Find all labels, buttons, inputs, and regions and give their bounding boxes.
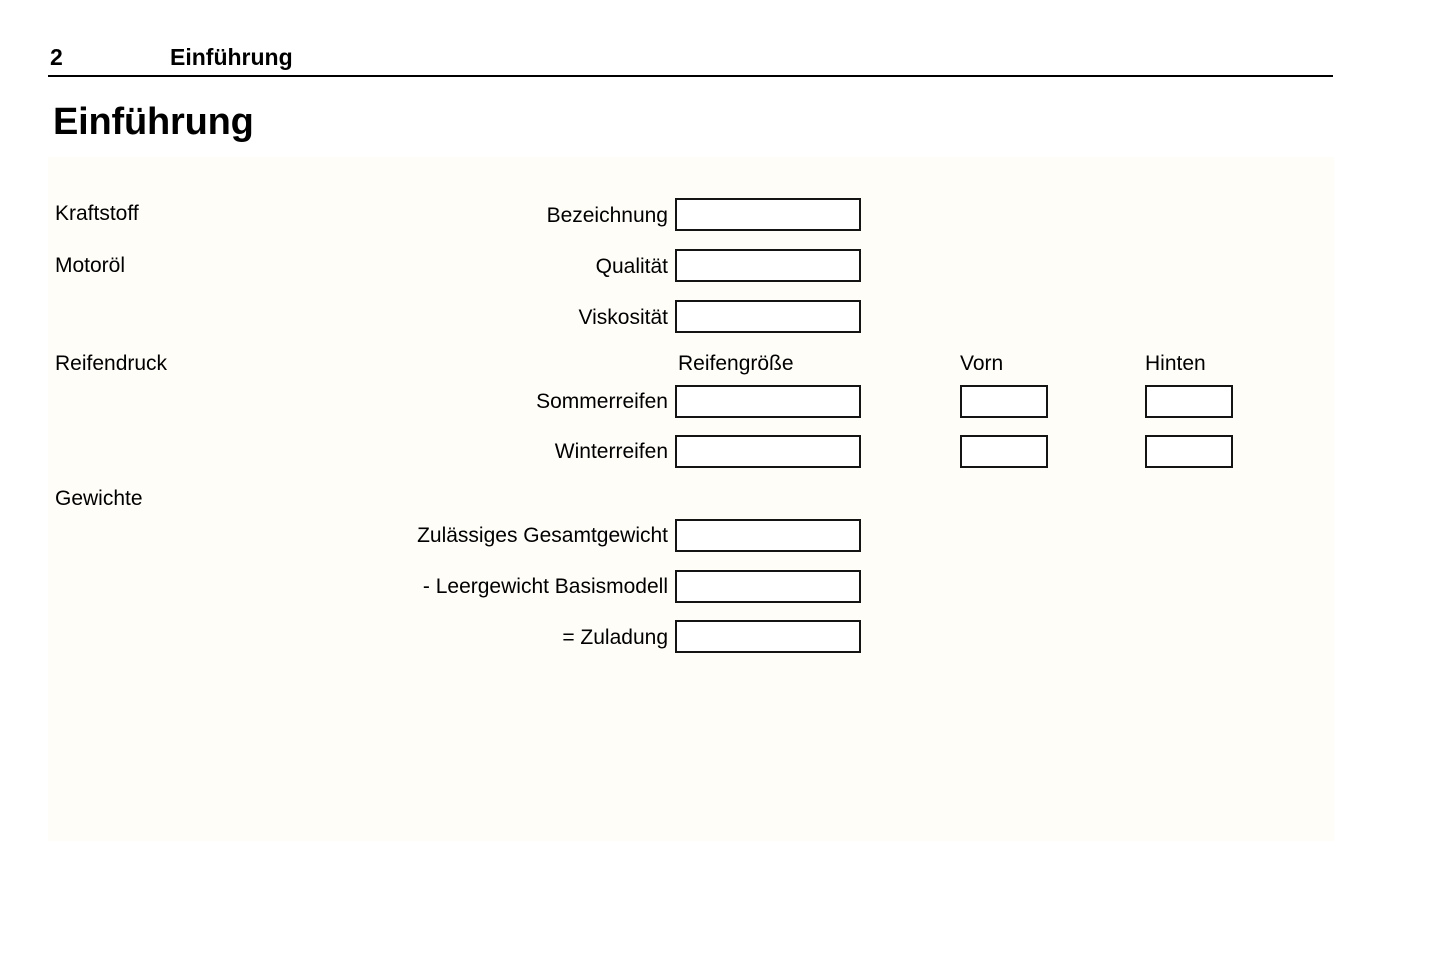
page-number: 2 [50, 44, 63, 70]
form-panel: Kraftstoff Bezeichnung Motoröl Qualität … [48, 157, 1334, 841]
input-bezeichnung[interactable] [675, 198, 861, 231]
input-qualitaet[interactable] [675, 249, 861, 282]
section-label-gewichte: Gewichte [55, 487, 143, 510]
running-header: 2 Einführung [48, 42, 1333, 76]
column-header-vorn: Vorn [960, 352, 1004, 375]
column-header-hinten: Hinten [1145, 352, 1206, 375]
field-label-viskositaet: Viskosität [578, 306, 669, 329]
input-zulaessiges-gesamtgewicht[interactable] [675, 519, 861, 552]
field-label-winterreifen: Winterreifen [554, 440, 668, 463]
field-label-zulaessiges-gesamtgewicht: Zulässiges Gesamtgewicht [417, 524, 668, 547]
input-winterreifen-hinten[interactable] [1145, 435, 1233, 468]
section-label-kraftstoff: Kraftstoff [55, 202, 139, 225]
section-label-reifendruck: Reifendruck [55, 352, 168, 375]
page-title: Einführung [53, 101, 254, 143]
running-header-title: Einführung [170, 44, 293, 70]
field-label-leergewicht-basismodell: - Leergewicht Basismodell [422, 575, 668, 598]
input-sommerreifen-vorn[interactable] [960, 385, 1048, 418]
field-label-qualitaet: Qualität [595, 255, 668, 278]
field-label-zuladung: = Zuladung [562, 626, 668, 649]
field-label-bezeichnung: Bezeichnung [546, 204, 668, 227]
input-winterreifen-reifengroesse[interactable] [675, 435, 861, 468]
column-header-reifengroesse: Reifengröße [678, 352, 794, 375]
input-leergewicht-basismodell[interactable] [675, 570, 861, 603]
field-label-sommerreifen: Sommerreifen [536, 390, 668, 413]
input-sommerreifen-hinten[interactable] [1145, 385, 1233, 418]
section-label-motoroel: Motoröl [55, 254, 126, 277]
input-sommerreifen-reifengroesse[interactable] [675, 385, 861, 418]
input-zuladung[interactable] [675, 620, 861, 653]
header-rule [48, 75, 1333, 77]
input-winterreifen-vorn[interactable] [960, 435, 1048, 468]
input-viskositaet[interactable] [675, 300, 861, 333]
